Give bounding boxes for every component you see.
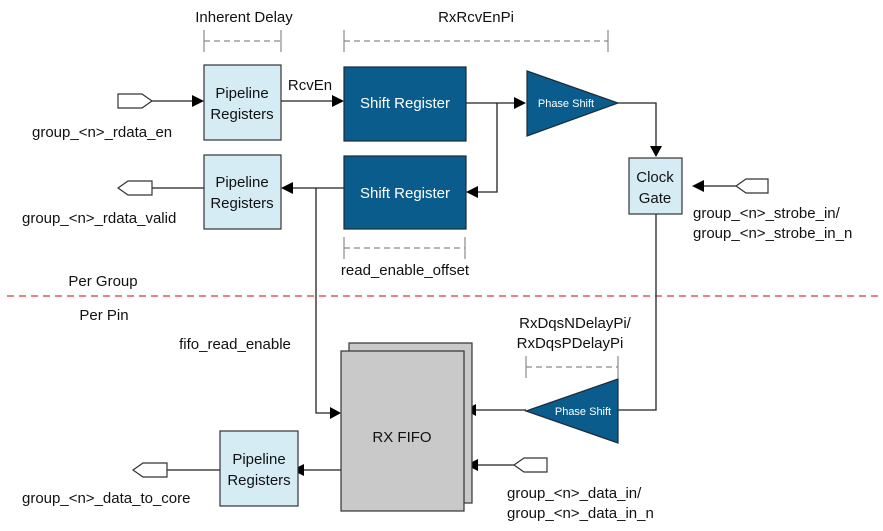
data-to-core-label: group_<n>_data_to_core [22, 490, 190, 507]
rx-fifo[interactable]: RX FIFO [340, 342, 473, 512]
rx-dqs-delay-label-2: RxDqsPDelayPi [517, 335, 624, 352]
pipeline-registers-top[interactable]: Pipeline Registers [203, 64, 282, 141]
per-pin-label: Per Pin [79, 307, 128, 324]
block-label: Registers [210, 195, 273, 212]
arrow-head [650, 146, 662, 157]
rdata-en-port[interactable] [117, 93, 154, 109]
shift-register-bottom[interactable]: Shift Register [343, 155, 467, 230]
block-label: Gate [639, 190, 672, 207]
rx-dqs-delay-annotation: RxDqsNDelayPi/ RxDqsPDelayPi [517, 315, 632, 378]
data-in-label-1: group_<n>_data_in/ [507, 485, 642, 502]
inherent-delay-label: Inherent Delay [195, 9, 293, 26]
arrow-head [192, 95, 204, 107]
rx-rcv-en-pi-annotation: RxRcvEnPi [343, 9, 609, 52]
rdata-valid-label: group_<n>_rdata_valid [22, 210, 176, 227]
block-label: Registers [210, 106, 273, 123]
data-in-label-2: group_<n>_data_in_n [507, 505, 654, 522]
arrow-head [281, 182, 293, 194]
strobe-in-port[interactable] [734, 178, 769, 194]
strobe-in-label-2: group_<n>_strobe_in_n [693, 225, 852, 242]
pipeline-registers-mid[interactable]: Pipeline Registers [203, 154, 282, 230]
read-enable-offset-label: read_enable_offset [341, 262, 470, 279]
block-label: Clock [636, 169, 674, 186]
wires [152, 95, 736, 476]
block-label: Pipeline [232, 451, 285, 468]
rx-fifo-front-layer [340, 350, 465, 512]
block-label: RX FIFO [372, 429, 431, 446]
block-label: Registers [227, 472, 290, 489]
clock-gate[interactable]: Clock Gate [628, 157, 683, 215]
rx-dqs-delay-label-1: RxDqsNDelayPi/ [519, 315, 632, 332]
block-label: Shift Register [360, 95, 450, 112]
arrow-head [692, 180, 704, 192]
arrow-head [514, 97, 526, 109]
pipeline-registers-bottom[interactable]: Pipeline Registers [219, 430, 299, 507]
per-group-label: Per Group [68, 273, 137, 290]
data-in-port[interactable] [512, 457, 548, 473]
arrow-head [332, 95, 344, 107]
read-enable-offset-annotation: read_enable_offset [341, 237, 470, 279]
arrow-head [466, 186, 478, 198]
strobe-in-label-1: group_<n>_strobe_in/ [693, 205, 841, 222]
data-to-core-port[interactable] [131, 462, 168, 478]
fifo-read-enable-label: fifo_read_enable [179, 336, 291, 353]
block-label: Pipeline [215, 85, 268, 102]
shift-register-top[interactable]: Shift Register [343, 66, 467, 142]
arrow-head [330, 407, 341, 419]
phase-shift-top[interactable]: Phase Shift [526, 70, 620, 137]
block-label: Phase Shift [538, 98, 594, 110]
phase-shift-bottom[interactable]: Phase Shift [524, 378, 619, 444]
rdata-en-label: group_<n>_rdata_en [32, 124, 172, 141]
rx-rcv-en-pi-label: RxRcvEnPi [438, 9, 514, 26]
block-label: Pipeline [215, 174, 268, 191]
rcv-en-label: RcvEn [288, 77, 332, 94]
block-label: Phase Shift [555, 406, 611, 418]
rdata-valid-port[interactable] [116, 180, 153, 196]
inherent-delay-annotation: Inherent Delay [195, 9, 293, 52]
block-label: Shift Register [360, 185, 450, 202]
group-pin-divider: Per Group Per Pin [7, 273, 883, 324]
